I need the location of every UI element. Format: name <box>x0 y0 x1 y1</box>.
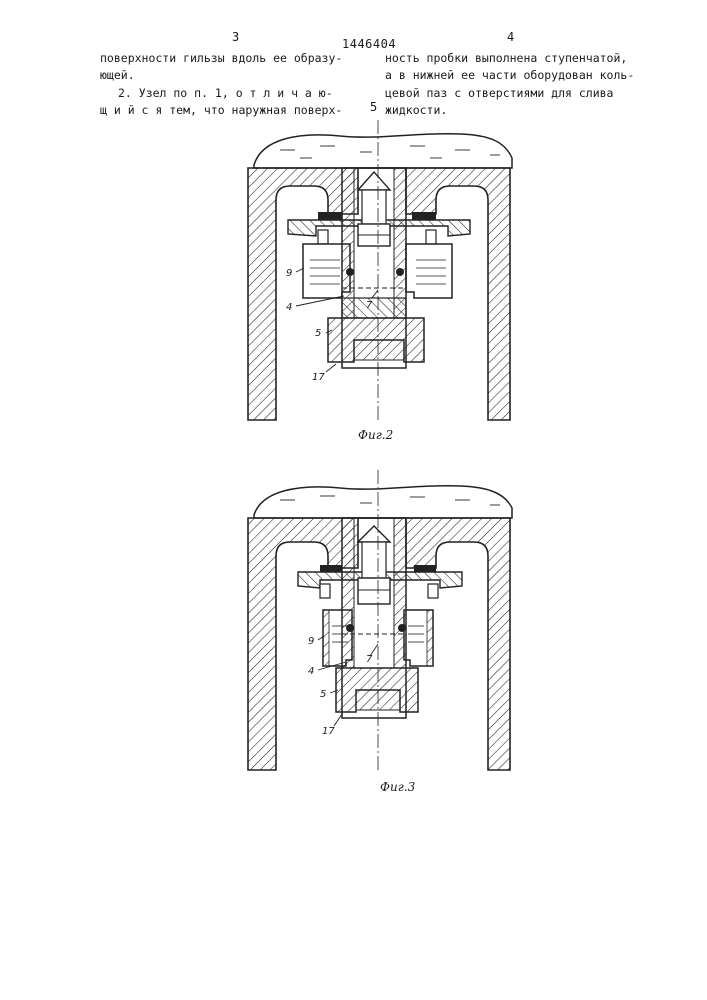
fig2-label-4: 4 <box>286 302 292 313</box>
fig3-label-7: 7 <box>366 654 373 665</box>
fig2-label-5: 5 <box>315 328 321 339</box>
fig2-label-17: 17 <box>312 372 325 383</box>
fig3-label-5: 5 <box>320 689 326 700</box>
fig2-caption: Фиг.2 <box>358 428 393 442</box>
fig3-label-4: 4 <box>308 666 314 677</box>
fig3-label-17: 17 <box>322 726 335 737</box>
fig2-label-9: 9 <box>286 268 292 279</box>
fig3-label-9: 9 <box>308 636 314 647</box>
figure-3: 9 4 7 5 17 <box>248 470 512 772</box>
fig2-label-7: 7 <box>366 300 373 311</box>
fig3-caption: Фиг.3 <box>380 780 415 794</box>
figure-2: 9 4 7 5 17 <box>248 120 512 422</box>
